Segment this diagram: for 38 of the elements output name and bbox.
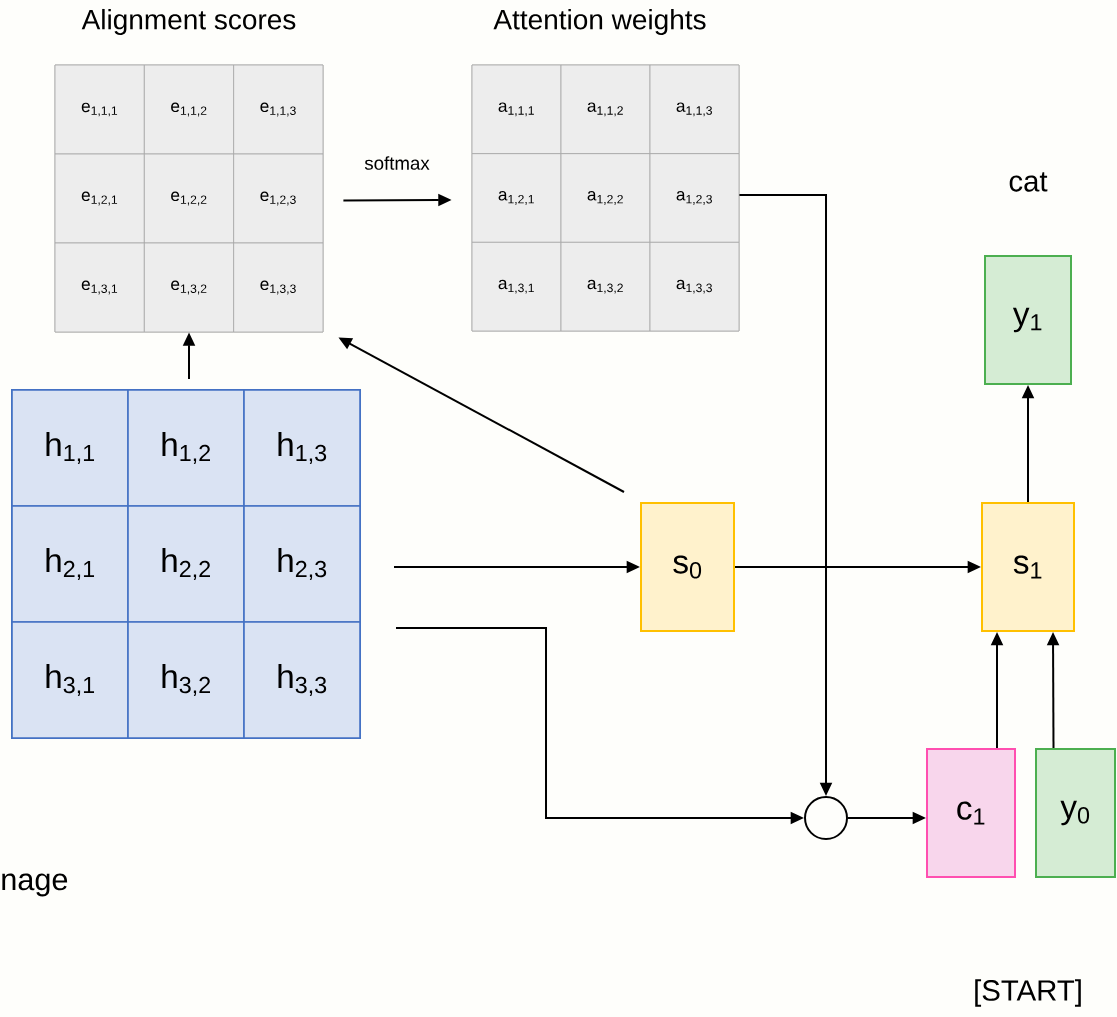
matrix-cell: h$_{1,1}$ <box>11 389 129 507</box>
caption-text: cat <box>1009 172 1048 192</box>
matrix-cell: a$_{1,1,1}$ <box>471 64 562 155</box>
matrix-cell: e$_{1,2,2}$ <box>143 153 235 244</box>
matrix-cell: a$_{1,2,2}$ <box>560 153 651 243</box>
matrix-cell: a$_{1,2,3}$ <box>649 153 740 243</box>
matrix-cell: h$_{3,3}$ <box>243 621 361 739</box>
matrix-cell: h$_{1,2}$ <box>127 389 245 507</box>
matrix-cell: a$_{1,1,3}$ <box>649 64 740 155</box>
matrix-cell: a$_{1,3,2}$ <box>560 241 651 332</box>
matrix-cell: a$_{1,2,1}$ <box>471 153 562 243</box>
grid-title: Attention weights <box>493 8 706 36</box>
matrix-cell: e$_{1,1,2}$ <box>143 64 235 155</box>
matrix-cell: a$_{1,1,2}$ <box>560 64 651 155</box>
matrix-cell: h$_{2,3}$ <box>243 505 361 623</box>
matrix-cell: h$_{3,2}$ <box>127 621 245 739</box>
matrix-cell: e$_{1,3,3}$ <box>233 242 324 333</box>
matrix-cell: h$_{1,3}$ <box>243 389 361 507</box>
state-box: s$_{1}$ <box>981 502 1075 632</box>
input-box: y$_{0}$ <box>1035 748 1116 878</box>
output-box: y$_{1}$ <box>984 255 1072 385</box>
caption-text: [START] <box>975 979 1081 1007</box>
matrix-cell: e$_{1,3,2}$ <box>143 242 235 333</box>
matrix-cell: h$_{2,1}$ <box>11 505 129 623</box>
matrix-cell: e$_{1,2,3}$ <box>233 153 324 244</box>
matrix-cell: h$_{2,2}$ <box>127 505 245 623</box>
matrix-cell: e$_{1,1,3}$ <box>233 64 324 155</box>
matrix-cell: e$_{1,3,1}$ <box>54 242 145 333</box>
matrix-cell: h$_{3,1}$ <box>11 621 129 739</box>
matrix-cell: a$_{1,3,3}$ <box>649 241 740 332</box>
grid-title: Alignment scores <box>81 8 296 36</box>
context-box: c$_{1}$ <box>926 748 1016 878</box>
cut-off-text: nage <box>2 873 68 897</box>
combine-circle <box>804 796 848 840</box>
state-box: s$_{0}$ <box>640 502 735 632</box>
matrix-cell: a$_{1,3,1}$ <box>471 241 562 332</box>
matrix-cell: e$_{1,2,1}$ <box>54 153 145 244</box>
matrix-cell: e$_{1,1,1}$ <box>54 64 145 155</box>
